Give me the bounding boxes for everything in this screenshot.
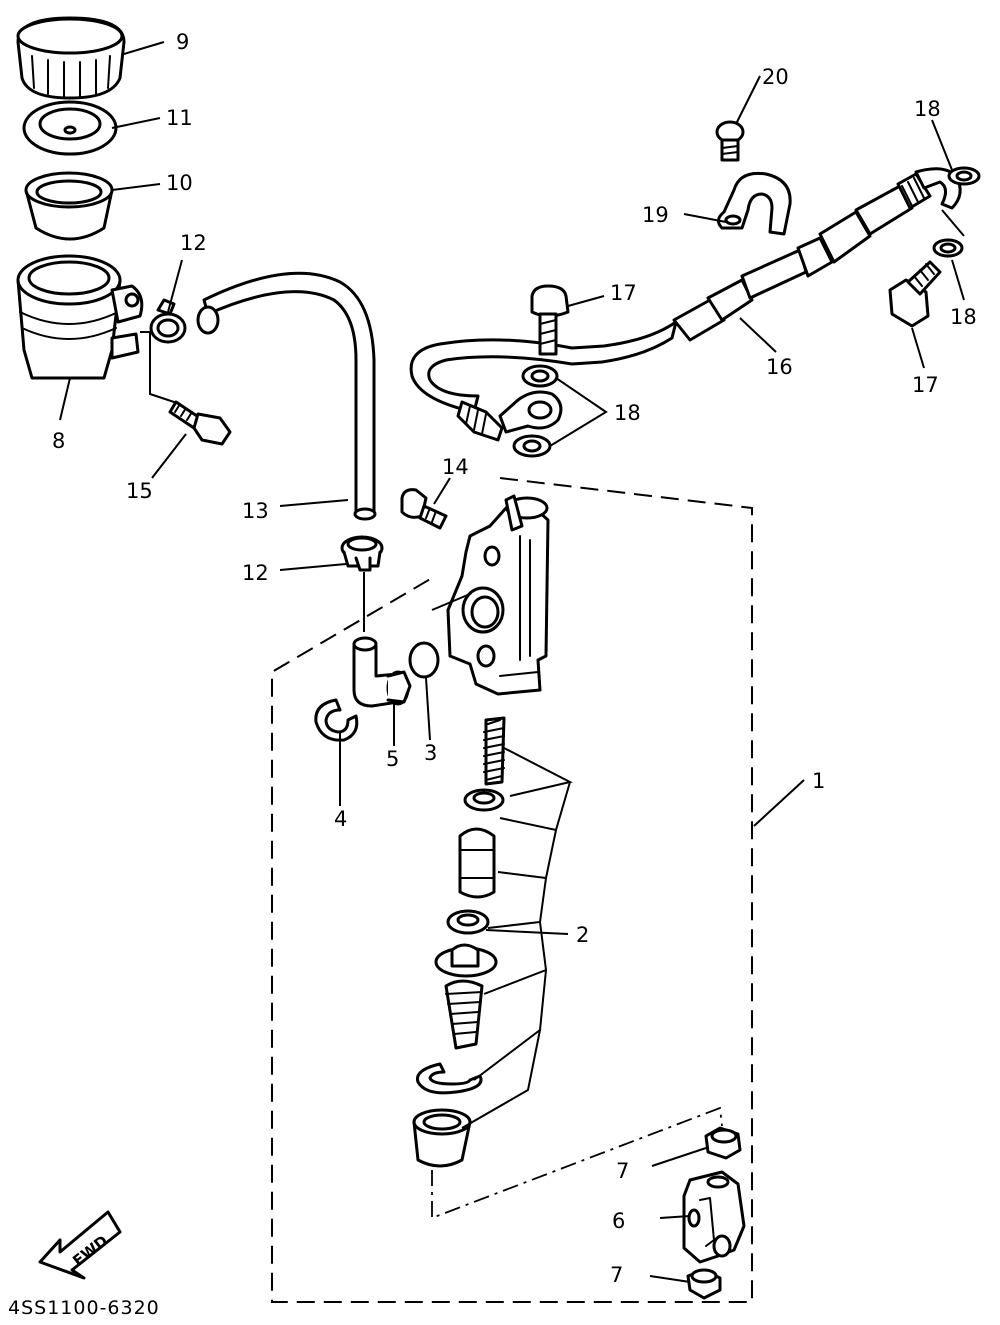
copper-washer-lower-right [932, 238, 964, 258]
callout-9: 9 [176, 30, 189, 54]
union-bolt-upper [530, 284, 570, 356]
callout-numbers: 9 11 10 12 8 15 13 12 14 4 5 3 17 16 18 … [52, 30, 977, 1287]
piston [458, 827, 496, 899]
callout-20: 20 [762, 65, 789, 89]
return-spring [483, 716, 506, 786]
hose-clamp-lower [340, 535, 384, 572]
reservoir-cap [16, 16, 126, 100]
callout-5: 5 [386, 747, 399, 771]
callout-12-upper: 12 [180, 231, 207, 255]
union-bolt-right [888, 260, 942, 328]
clevis [682, 1170, 746, 1264]
callout-12-lower: 12 [242, 561, 269, 585]
callout-18-top-right: 18 [914, 97, 941, 121]
callout-18-right: 18 [950, 305, 977, 329]
callout-15: 15 [126, 479, 153, 503]
forward-arrow-icon: FWD [38, 1210, 122, 1280]
callout-17-upper: 17 [610, 281, 637, 305]
push-rod [434, 943, 498, 1050]
dust-boot [412, 1108, 472, 1168]
callout-2: 2 [576, 923, 589, 947]
reservoir [16, 254, 144, 380]
callout-1: 1 [812, 769, 825, 793]
callout-7-lower: 7 [610, 1263, 623, 1287]
callout-7-upper: 7 [616, 1159, 629, 1183]
callout-14: 14 [442, 455, 469, 479]
leader-lines [59, 41, 965, 1283]
o-ring [408, 641, 440, 679]
callout-16: 16 [766, 355, 793, 379]
circlip-small [314, 698, 359, 742]
secondary-cup [446, 909, 490, 935]
callout-10: 10 [166, 171, 193, 195]
brake-hose [409, 167, 962, 442]
reservoir-hose [196, 271, 377, 521]
diaphragm-plate [22, 100, 118, 156]
callout-8: 8 [52, 429, 65, 453]
callout-3: 3 [424, 741, 437, 765]
diaphragm [24, 171, 114, 241]
master-cylinder-body [446, 494, 550, 696]
reservoir-bolt [168, 400, 232, 446]
locknut-upper [704, 1126, 742, 1160]
diagram-code: 4SS1100-6320 [8, 1297, 160, 1319]
copper-washer-upper-mid [521, 364, 559, 388]
primary-cup [463, 788, 505, 812]
hose-holder [717, 171, 792, 236]
callout-18-middle: 18 [614, 401, 641, 425]
circlip-large [415, 1062, 483, 1095]
copper-washer-upper-right [947, 166, 981, 186]
callout-17-right: 17 [912, 373, 939, 397]
callout-19: 19 [642, 203, 669, 227]
copper-washer-lower-mid [512, 434, 552, 458]
callout-13: 13 [242, 499, 269, 523]
hose-clamp-upper [149, 298, 187, 344]
callout-4: 4 [334, 807, 347, 831]
callout-6: 6 [612, 1209, 625, 1233]
assembly-boundary [271, 477, 753, 1303]
hose-joint [352, 636, 412, 708]
holder-screw [715, 120, 745, 162]
locknut-lower [686, 1268, 722, 1300]
bolt-14 [400, 488, 448, 530]
callout-11: 11 [166, 106, 193, 130]
